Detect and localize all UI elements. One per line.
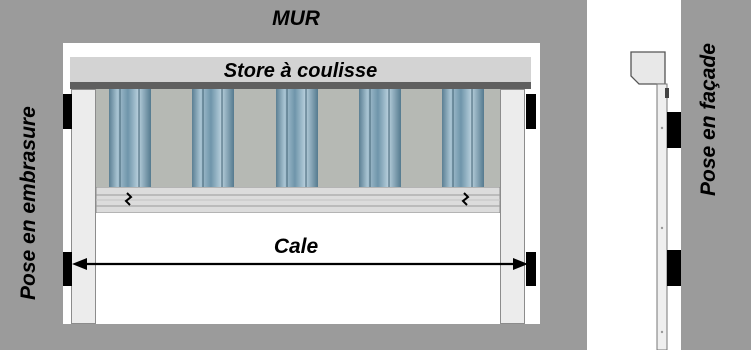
blind-bottom-bar [96, 187, 500, 213]
fabric-slat [442, 89, 484, 187]
side-rail [656, 83, 668, 350]
left-guide-rail [71, 89, 96, 324]
side-header-box [630, 51, 666, 85]
blind-header-label: Store à coulisse [223, 59, 378, 82]
wall-label: MUR [272, 7, 320, 30]
bracket-bottom-right [526, 252, 536, 286]
side-profile [630, 51, 681, 350]
recess-mount-label: Pose en embrasure [17, 106, 40, 300]
fabric-slat [192, 89, 234, 187]
side-bracket-top [667, 112, 681, 148]
blind-fabric [96, 89, 500, 187]
blind-header-box: Store à coulisse [70, 57, 531, 89]
side-bracket-bottom [667, 250, 681, 286]
bracket-top-right [526, 94, 536, 129]
facade-wall [681, 0, 751, 350]
bar-clip-left [124, 192, 133, 206]
facade-mount-label: Pose en façade [697, 43, 720, 196]
bracket-bottom-left [63, 252, 72, 286]
fabric-slat [109, 89, 151, 187]
span-label: Cale [273, 235, 319, 258]
right-guide-rail [500, 89, 525, 324]
bar-clip-right [461, 192, 470, 206]
fabric-slat [276, 89, 318, 187]
bracket-top-left [63, 94, 72, 129]
fabric-slat [359, 89, 401, 187]
span-dimension-arrow [72, 258, 528, 270]
